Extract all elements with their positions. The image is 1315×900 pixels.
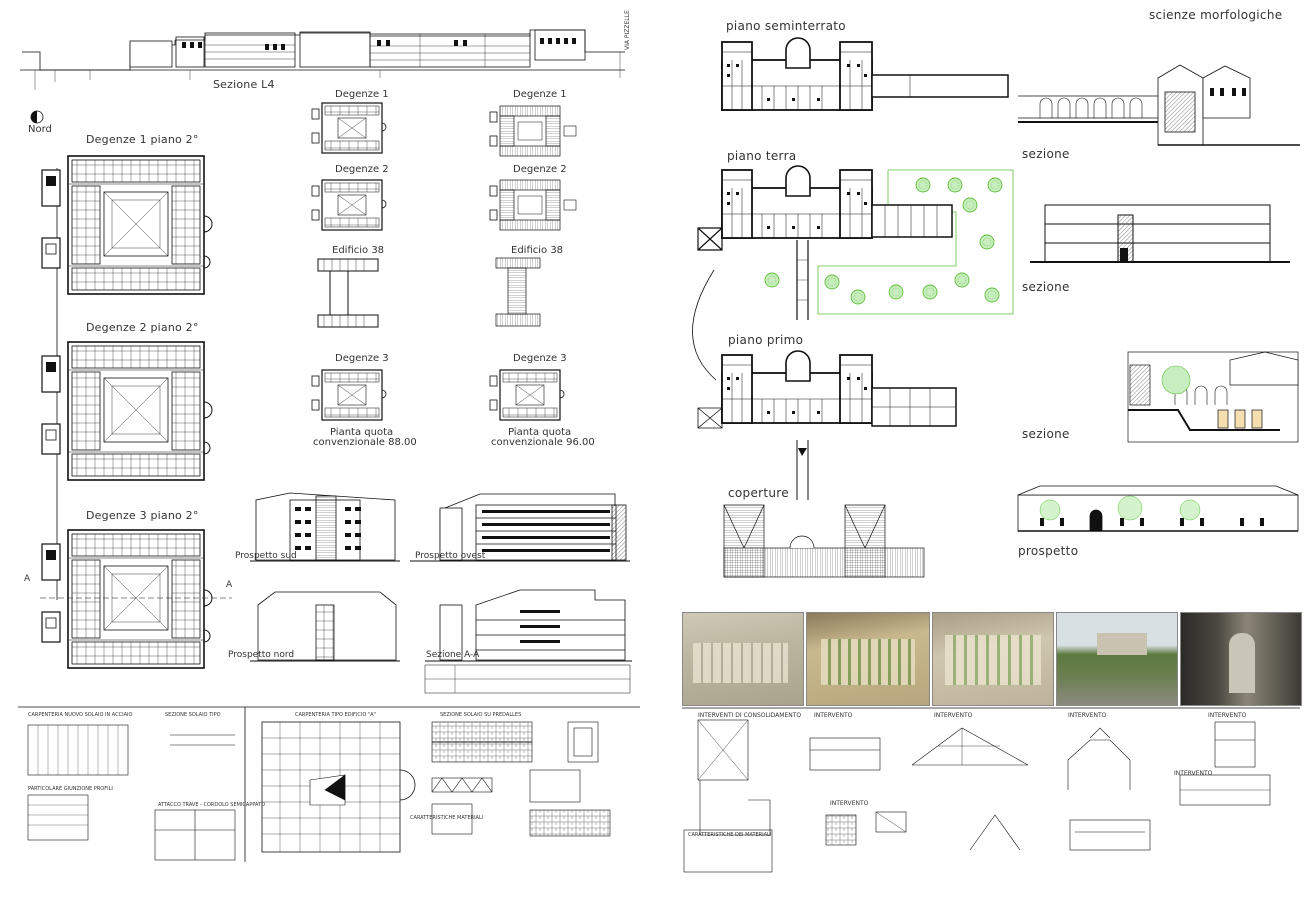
plan-piano-primo [721, 350, 873, 424]
detail-sheets-right [682, 707, 1300, 873]
detail-title-2: SEZIONE SOLAIO TIPO [165, 712, 221, 718]
section-a-a-label: Sezione A-A [426, 650, 480, 660]
elevation-nord [250, 591, 400, 662]
elevation-sud-label: Prospetto sud [235, 551, 297, 561]
interventi-title: INTERVENTI DI CONSOLIDAMENTO [698, 712, 802, 719]
plan-seminterrato-label: piano seminterrato [726, 19, 846, 33]
section-marker-right: A [226, 580, 233, 590]
section-l4-label: Sezione L4 [213, 78, 275, 91]
plan1-title: Degenze 1 piano 2° [86, 133, 199, 146]
small-b-degenze-2: Degenze 2 [513, 164, 567, 175]
detail-title-3: CARPENTERIA TIPO EDIFICIO "A" [295, 712, 376, 718]
section-lower [1127, 351, 1299, 443]
section-label-1: sezione [1022, 147, 1070, 161]
detail-title-1: CARPENTERIA NUOVO SOLAIO IN ACCIAIO [28, 712, 133, 718]
road-label: VIA PIZZELLE [624, 10, 631, 50]
intervento-2: INTERVENTO [934, 712, 973, 719]
small-b-degenze-3: Degenze 3 [513, 353, 567, 364]
small-b-degenze-1: Degenze 1 [513, 89, 567, 100]
plan-degenze-2 [41, 341, 213, 481]
plan-primo-label: piano primo [728, 333, 804, 347]
prospetto-right [1017, 485, 1299, 532]
small-a-degenze-1: Degenze 1 [335, 89, 389, 100]
materials-caption: CARATTERISTICHE DEI MATERIALI [688, 832, 772, 838]
roof-plan-degenze-2 [489, 179, 577, 231]
small-a-edificio-38: Edificio 38 [332, 245, 385, 256]
small-plan-degenze-1 [311, 102, 387, 154]
detail-title-7: ATTACCO TRAVE - CORDOLO SEMICAPPATO [158, 802, 266, 808]
roof-coperture [723, 504, 925, 578]
intervento-5: INTERVENTO [830, 800, 869, 807]
detail-sheets-left [18, 706, 640, 862]
roof-plan-degenze-1 [489, 105, 577, 157]
plan-seminterrato-wing [871, 74, 1009, 98]
plan-degenze-1 [41, 155, 213, 295]
section-l4-drawing [20, 29, 625, 90]
small-a-quota-2: convenzionale 88.00 [313, 437, 417, 448]
plan-coperture-label: coperture [728, 486, 789, 500]
elevation-ovest [410, 493, 630, 562]
roof-plan-edificio-38 [495, 257, 541, 327]
north-label: Nord [28, 124, 52, 135]
model-photo-3 [932, 612, 1054, 706]
model-photo-2 [806, 612, 930, 706]
small-plan-degenze-3 [311, 369, 387, 421]
central-corridor [692, 227, 809, 381]
prospetto-label: prospetto [1018, 544, 1079, 558]
detail-title-5: CARATTERISTICHE MATERIALI [410, 815, 484, 821]
intervento-6: INTERVENTO [1174, 770, 1213, 777]
small-plan-edificio-38 [317, 258, 379, 328]
section-top-right [1018, 64, 1300, 146]
elevation-nord-label: Prospetto nord [228, 650, 295, 660]
small-b-quota-2: convenzionale 96.00 [491, 437, 595, 448]
elevation-sud [250, 492, 400, 562]
small-plan-degenze-2 [311, 179, 387, 231]
site-photo-1 [1056, 612, 1178, 706]
small-b-edificio-38: Edificio 38 [511, 245, 564, 256]
section-a-a [424, 589, 632, 694]
primo-wing [697, 387, 957, 500]
plan-terra-label: piano terra [727, 149, 797, 163]
plan3-title: Degenze 3 piano 2° [86, 509, 199, 522]
section-label-2: sezione [1022, 280, 1070, 294]
plan-degenze-3 [41, 529, 213, 669]
detail-title-6: PARTICOLARE GIUNZIONE PROFILI [28, 786, 113, 792]
intervento-1: INTERVENTO [814, 712, 853, 719]
plan-piano-seminterrato [721, 37, 873, 111]
north-arrow-icon [30, 110, 44, 124]
intervento-4: INTERVENTO [1208, 712, 1247, 719]
small-a-degenze-2: Degenze 2 [335, 164, 389, 175]
top-right-title: scienze morfologiche [1149, 8, 1283, 22]
plan2-title: Degenze 2 piano 2° [86, 321, 199, 334]
small-plan-degenze-3b [489, 369, 565, 421]
small-a-quota-1: Pianta quota [330, 427, 394, 438]
section-marker-left: A [24, 574, 31, 584]
small-b-quota-1: Pianta quota [508, 427, 572, 438]
detail-title-4: SEZIONE SOLAIO SU PREDALLES [440, 712, 522, 718]
site-photo-2 [1180, 612, 1302, 706]
terra-wing [871, 204, 953, 238]
intervento-3: INTERVENTO [1068, 712, 1107, 719]
elevation-ovest-label: Prospetto ovest [415, 551, 486, 561]
small-a-degenze-3: Degenze 3 [335, 353, 389, 364]
section-label-3: sezione [1022, 427, 1070, 441]
section-middle [1030, 204, 1290, 263]
plan-piano-terra [721, 165, 873, 239]
model-photo-1 [682, 612, 804, 706]
